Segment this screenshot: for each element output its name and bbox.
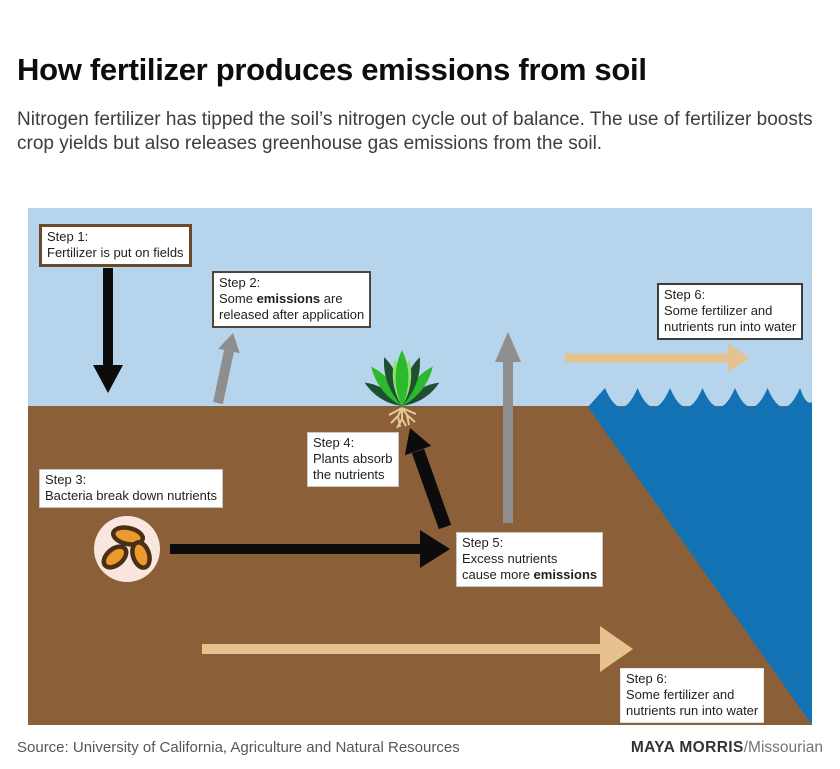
step-text: Some fertilizer and xyxy=(664,303,773,318)
plant-icon xyxy=(364,350,440,429)
step-text: cause more emissions xyxy=(462,567,598,582)
step-box-6-top: Step 6: Some fertilizer and nutrients ru… xyxy=(657,283,804,340)
step-text: Plants absorb xyxy=(313,451,393,466)
credit-author: MAYA MORRIS xyxy=(630,739,744,756)
page-title: How fertilizer produces emissions from s… xyxy=(17,52,647,87)
step-text: Bacteria break down nutrients xyxy=(45,488,217,503)
arrow-right-tan-bottom-icon xyxy=(202,626,633,672)
step-label: Step 6: xyxy=(626,671,668,686)
arrow-right-black-icon xyxy=(170,530,450,568)
page-subtitle: Nitrogen fertilizer has tipped the soil’… xyxy=(17,109,813,154)
water xyxy=(588,388,812,725)
step-label: Step 2: xyxy=(219,275,261,290)
step-text: nutrients run into water xyxy=(664,319,797,334)
step-box-2: Step 2: Some emissions are released afte… xyxy=(212,271,372,328)
step-box-4: Step 4: Plants absorb the nutrients xyxy=(307,432,399,487)
footer: Source: University of California, Agricu… xyxy=(17,739,823,757)
step-text: Excess nutrients xyxy=(462,551,558,566)
step-text: Some emissions are xyxy=(219,291,343,306)
diagram: Step 1: Fertilizer is put on fields Step… xyxy=(28,208,812,725)
bacteria-icon xyxy=(94,516,160,582)
arrow-up-left-black-icon xyxy=(404,428,452,530)
step-label: Step 6: xyxy=(664,287,706,302)
step-label: Step 3: xyxy=(45,472,87,487)
step-text: nutrients run into water xyxy=(626,703,759,718)
arrow-down-black-icon xyxy=(93,268,123,393)
plant-roots xyxy=(388,407,417,429)
arrow-right-tan-top-icon xyxy=(565,344,750,372)
step-box-3: Step 3: Bacteria break down nutrients xyxy=(39,469,223,508)
diagram-scene xyxy=(28,208,812,725)
step-text: released after application xyxy=(219,307,365,322)
credit-text: MAYA MORRIS/Missourian xyxy=(631,739,823,757)
step-text: the nutrients xyxy=(313,467,385,482)
step-label: Step 4: xyxy=(313,435,355,450)
step-text: Some fertilizer and xyxy=(626,687,735,702)
source-text: Source: University of California, Agricu… xyxy=(17,739,460,756)
step-box-6-bottom: Step 6: Some fertilizer and nutrients ru… xyxy=(620,668,765,723)
credit-publication: /Missourian xyxy=(743,739,823,756)
arrow-up-gray-icon xyxy=(495,332,521,523)
step-label: Step 5: xyxy=(462,535,504,550)
step-text: Fertilizer is put on fields xyxy=(47,245,184,260)
step-box-5: Step 5: Excess nutrients cause more emis… xyxy=(456,532,604,587)
step-label: Step 1: xyxy=(47,229,89,244)
arrow-up-gray-tilted-icon xyxy=(213,333,240,405)
step-box-1: Step 1: Fertilizer is put on fields xyxy=(39,224,192,267)
